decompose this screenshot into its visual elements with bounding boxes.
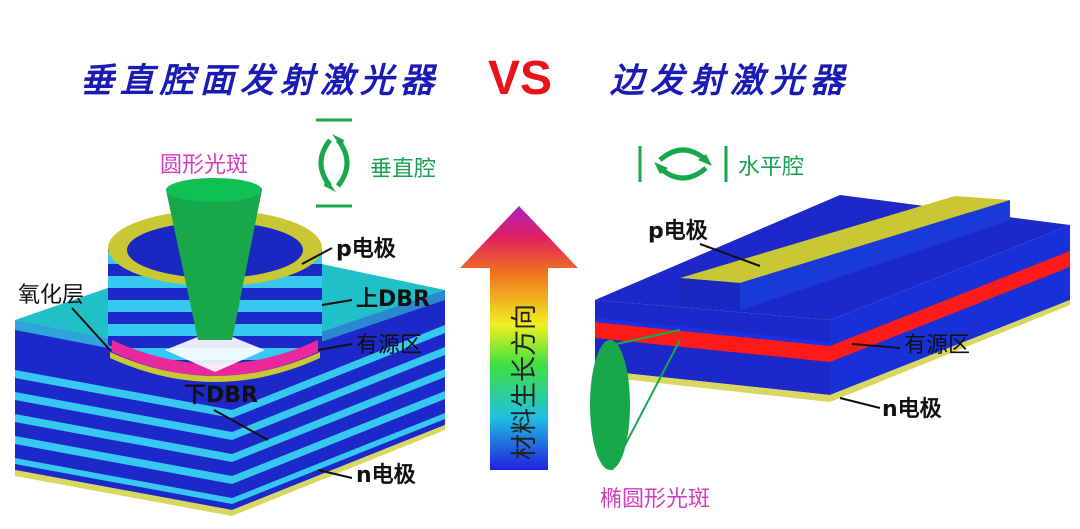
vs-label: VS [488,52,552,105]
label-upper-dbr: 上DBR [356,287,430,312]
label-oxide-layer: 氧化层 [18,283,84,308]
label-p-electrode-right: p电极 [648,219,709,244]
vcsel-beam-top [166,178,262,202]
lower-dbr-stripes-right [232,325,445,504]
label-vertical-cavity: 垂直腔 [370,157,436,182]
edge-emitter-structure [595,195,1070,402]
vcsel-structure [15,178,445,516]
label-n-electrode-right: n电极 [882,397,943,422]
title-edge-emitter: 边发射激光器 [610,61,850,101]
vertical-cavity-icon [316,118,352,208]
label-p-electrode-left: p电极 [336,237,397,262]
beam-edge-top [611,329,681,346]
label-growth-direction: 材料生长方向 [510,304,540,460]
vcsel-beam [166,190,262,340]
label-n-electrode-left: n电极 [356,463,417,488]
ridge-p-electrode [680,196,1010,283]
label-horizontal-cavity: 水平腔 [738,155,804,180]
label-round-spot: 圆形光斑 [160,153,248,178]
lower-dbr-stripes-left [15,370,232,504]
label-lower-dbr: 下DBR [184,383,258,408]
elliptical-spot [590,340,630,470]
n-electrode-left-device [15,425,445,516]
title-vcsel: 垂直腔面发射激光器 [80,61,440,101]
horizontal-cavity-icon [638,146,728,182]
label-elliptical-spot: 椭圆形光斑 [600,487,710,512]
label-active-region-right: 有源区 [904,333,970,358]
growth-direction-arrow [460,206,578,470]
label-active-region-left: 有源区 [356,333,422,358]
